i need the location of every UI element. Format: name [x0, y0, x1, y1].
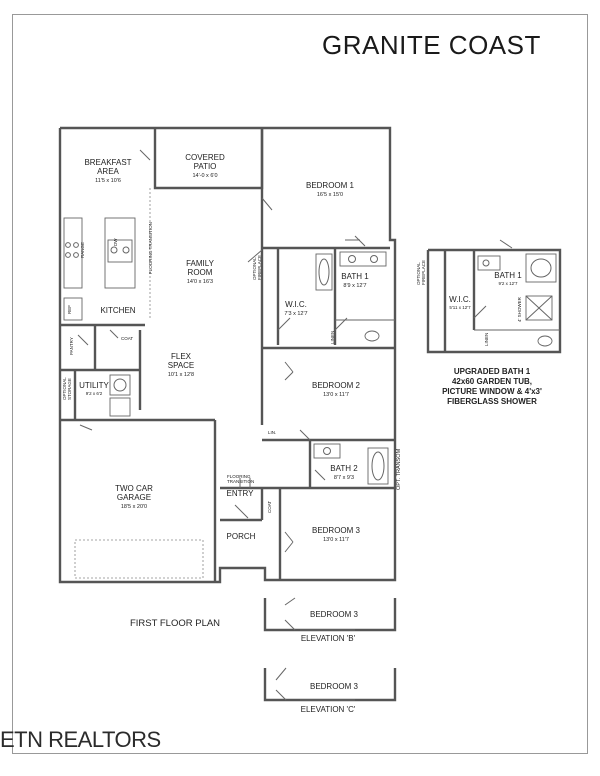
- door-swings: [59, 149, 366, 553]
- interior-walls: [60, 128, 395, 582]
- elevation-b-caption: ELEVATION 'B': [301, 634, 356, 643]
- bath-1-fixtures: [315, 251, 387, 342]
- coat-closet-entry-label: COAT: [267, 501, 272, 513]
- utility-fixtures: [109, 374, 131, 417]
- covered-patio-label: COVERED: [185, 153, 225, 162]
- upgraded-wic-dims: 5'11 x 12'7: [449, 305, 471, 310]
- upgraded-bath-caption-3: PICTURE WINDOW & 4'x3': [442, 387, 542, 396]
- plan-frame: [12, 14, 588, 754]
- kitchen-label: KITCHEN: [100, 306, 135, 315]
- kitchen-fixtures: [63, 188, 151, 321]
- pantry-label: PANTRY: [69, 337, 74, 355]
- upgraded-bath-caption-2: 42x60 GARDEN TUB,: [452, 377, 532, 386]
- family-room-label-2: ROOM: [188, 268, 213, 277]
- upgraded-bath-caption-1: UPGRADED BATH 1: [454, 367, 531, 376]
- bath-2-label: BATH 2: [330, 464, 358, 473]
- lin-closet-label: LIN.: [268, 430, 276, 435]
- coat-closet-label: COAT: [121, 336, 133, 341]
- flex-space-label-2: SPACE: [168, 361, 195, 370]
- upgraded-fireplace-label: OPTIONAL: [416, 262, 421, 285]
- garage-dims: 18'5 x 20'0: [121, 504, 147, 510]
- upgraded-bath-1-label: BATH 1: [494, 271, 522, 280]
- elevation-c-drawing: [263, 667, 397, 702]
- optional-fireplace-label-2: FIREPLACE: [257, 255, 262, 280]
- bedroom-2-label: BEDROOM 2: [312, 381, 361, 390]
- bath-1-dims: 8'9 x 12'7: [343, 283, 366, 289]
- wic-dims: 7'3 x 12'7: [284, 311, 307, 317]
- family-room-label: FAMILY: [186, 259, 215, 268]
- flex-space-label: FLEX: [171, 352, 192, 361]
- covered-patio-label-2: PATIO: [194, 162, 217, 171]
- range-label: RANGE: [80, 242, 85, 258]
- dishwasher-label: DW: [113, 238, 118, 246]
- page-title: GRANITE COAST: [322, 30, 541, 60]
- wic-label: W.I.C.: [285, 300, 307, 309]
- optional-transom-label: OPT. TRANSOM: [396, 448, 402, 490]
- elevation-b-drawing: [263, 597, 397, 632]
- flooring-transition-entry-2: TRANSITION: [227, 479, 254, 484]
- porch-label: PORCH: [227, 532, 256, 541]
- breakfast-area-dims: 11'5 x 10'6: [95, 178, 121, 184]
- bedroom-3-dims: 13'0 x 11'7: [323, 537, 349, 543]
- upgraded-fireplace-label-2: FIREPLACE: [421, 260, 426, 285]
- bath-1-label: BATH 1: [341, 272, 369, 281]
- bedroom-1-label: BEDROOM 1: [306, 181, 355, 190]
- refrigerator-label: REF: [67, 305, 72, 314]
- garage-label-2: GARAGE: [117, 493, 151, 502]
- elevation-c-caption: ELEVATION 'C': [301, 705, 356, 714]
- entry-label: ENTRY: [227, 489, 255, 498]
- breakfast-area-label: BREAKFAST: [84, 158, 131, 167]
- upgraded-bath-inset: [426, 239, 562, 354]
- exterior-walls: [58, 126, 397, 584]
- watermark-text: ETN REALTORS: [0, 727, 161, 752]
- bedroom-2-dims: 13'0 x 11'7: [323, 392, 349, 398]
- bedroom-1-dims: 16'5 x 15'0: [317, 192, 343, 198]
- bath-2-dims: 8'7 x 9'3: [334, 475, 354, 481]
- upgraded-bath-1-dims: 9'2 x 12'7: [499, 281, 518, 286]
- flooring-transition-entry: FLOORING: [227, 474, 251, 479]
- flex-space-dims: 10'1 x 12'8: [168, 372, 194, 378]
- first-floor-plan-caption: FIRST FLOOR PLAN: [130, 618, 220, 629]
- flooring-transition-vertical: FLOORING TRANSITION: [148, 222, 153, 274]
- optional-storage-label-2: STORAGE: [67, 378, 72, 400]
- utility-dims: 9'2 x 6'2: [86, 391, 103, 396]
- covered-patio-dims: 14'-0 x 6'0: [192, 173, 217, 179]
- elevation-b-room-label: BEDROOM 3: [310, 610, 359, 619]
- garage-door: [74, 539, 204, 579]
- bedroom-3-label: BEDROOM 3: [312, 526, 361, 535]
- upgraded-shower-label: 4' SHOWER: [517, 296, 522, 322]
- upgraded-wic-label: W.I.C.: [449, 295, 471, 304]
- garage-label: TWO CAR: [115, 484, 153, 493]
- breakfast-area-label-2: AREA: [97, 167, 119, 176]
- optional-storage-label: OPTIONAL: [62, 377, 67, 400]
- upgraded-linen-label: LINEN: [484, 333, 489, 346]
- optional-fireplace-label: OPTIONAL: [252, 257, 257, 280]
- upgraded-bath-caption-4: FIBERGLASS SHOWER: [447, 397, 537, 406]
- family-room-dims: 14'0 x 16'3: [187, 279, 213, 285]
- elevation-c-room-label: BEDROOM 3: [310, 682, 359, 691]
- bath-2-fixtures: [313, 443, 389, 485]
- linen-closet-label: LINEN: [330, 331, 335, 344]
- utility-label: UTILITY: [79, 381, 109, 390]
